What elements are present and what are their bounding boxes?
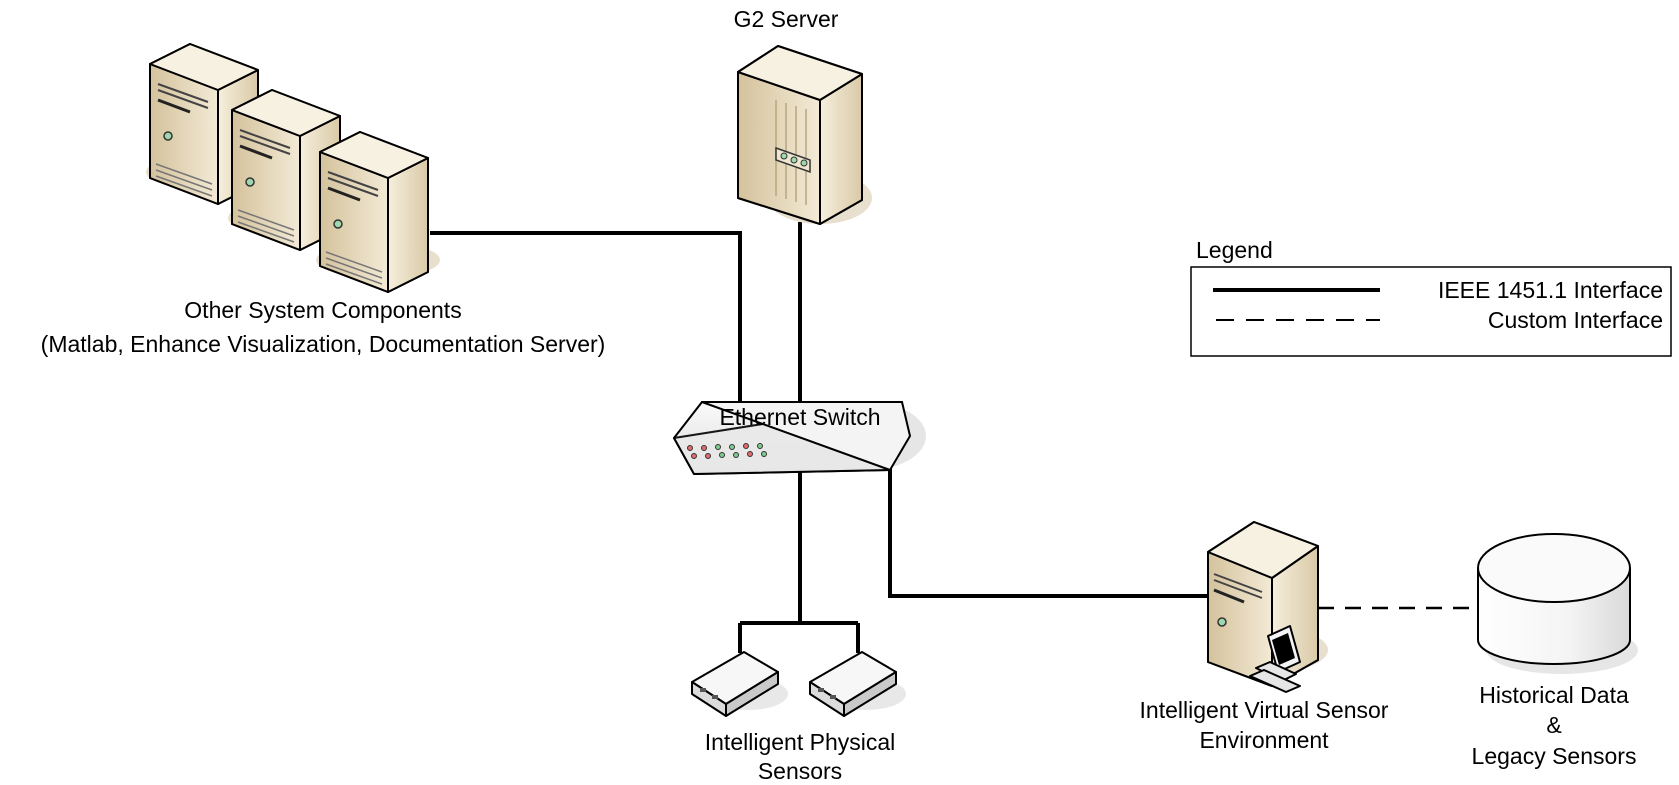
historical-data-label-2: & [1546, 712, 1561, 738]
physical-sensor-right-icon [809, 651, 906, 717]
ethernet-switch-label: Ethernet Switch [719, 404, 880, 430]
g2-server-icon [737, 45, 872, 225]
connection-lines [430, 222, 1480, 653]
legend: Legend IEEE 1451.1 Interface Custom Inte… [1190, 237, 1672, 357]
g2-server-label: G2 Server [734, 6, 839, 32]
legend-item-solid-label: IEEE 1451.1 Interface [1438, 277, 1663, 303]
link-components-to-switch [430, 231, 742, 406]
physical-sensor-left-icon [691, 651, 788, 717]
physical-sensors-label-1: Intelligent Physical [705, 729, 896, 755]
virtual-env-label-2: Environment [1199, 727, 1329, 753]
other-components-label-1: Other System Components [184, 297, 461, 323]
historical-data-label-3: Legacy Sensors [1472, 743, 1637, 769]
historical-data-database-icon [1477, 533, 1638, 674]
other-components-servers-icon [144, 42, 442, 294]
link-switch-to-virtual-env [888, 466, 1215, 598]
other-components-label-2: (Matlab, Enhance Visualization, Document… [41, 331, 606, 357]
virtual-env-label-1: Intelligent Virtual Sensor [1140, 697, 1389, 723]
historical-data-label-1: Historical Data [1479, 682, 1629, 708]
workstation-icon [1249, 625, 1301, 693]
legend-box [1190, 266, 1672, 357]
link-switch-to-physical-sensors [738, 470, 860, 653]
legend-title: Legend [1196, 237, 1273, 263]
ethernet-switch-icon [673, 401, 926, 475]
legend-item-dashed-label: Custom Interface [1488, 307, 1663, 333]
physical-sensors-label-2: Sensors [758, 758, 842, 784]
virtual-sensor-server-icon [1207, 521, 1328, 687]
